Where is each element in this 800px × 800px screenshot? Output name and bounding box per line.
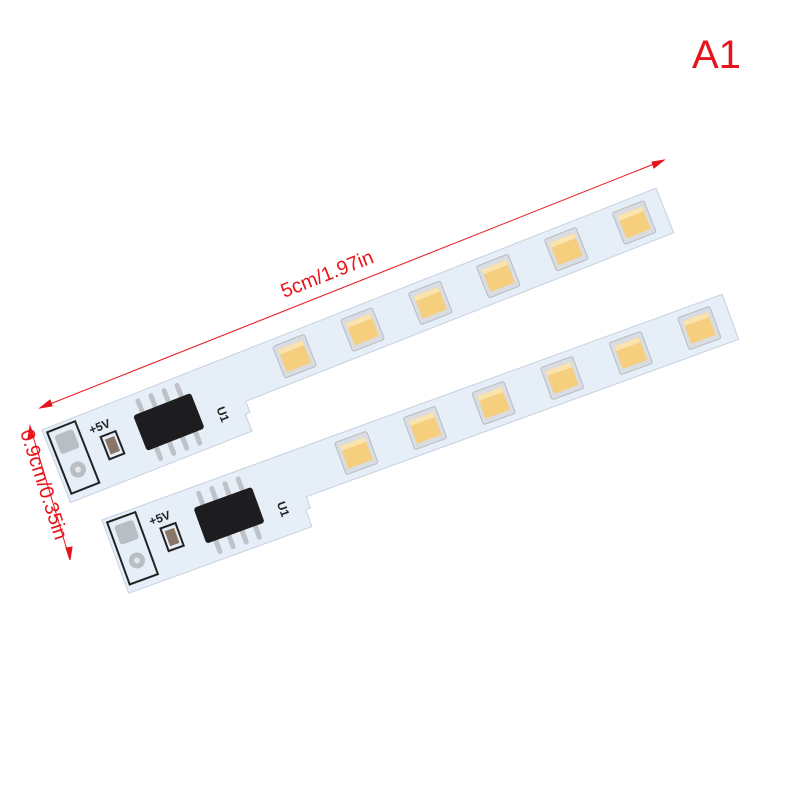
voltage-marking: +5V <box>147 508 172 529</box>
variant-label: A1 <box>692 33 741 77</box>
led-board-bottom: +5V U1 <box>102 294 749 593</box>
chip-marking: U1 <box>274 499 293 519</box>
led-board-top: +5V U1 <box>42 188 685 502</box>
width-dimension-line <box>27 424 73 561</box>
length-dimension-line <box>38 159 666 409</box>
chip-marking: U1 <box>214 405 233 425</box>
